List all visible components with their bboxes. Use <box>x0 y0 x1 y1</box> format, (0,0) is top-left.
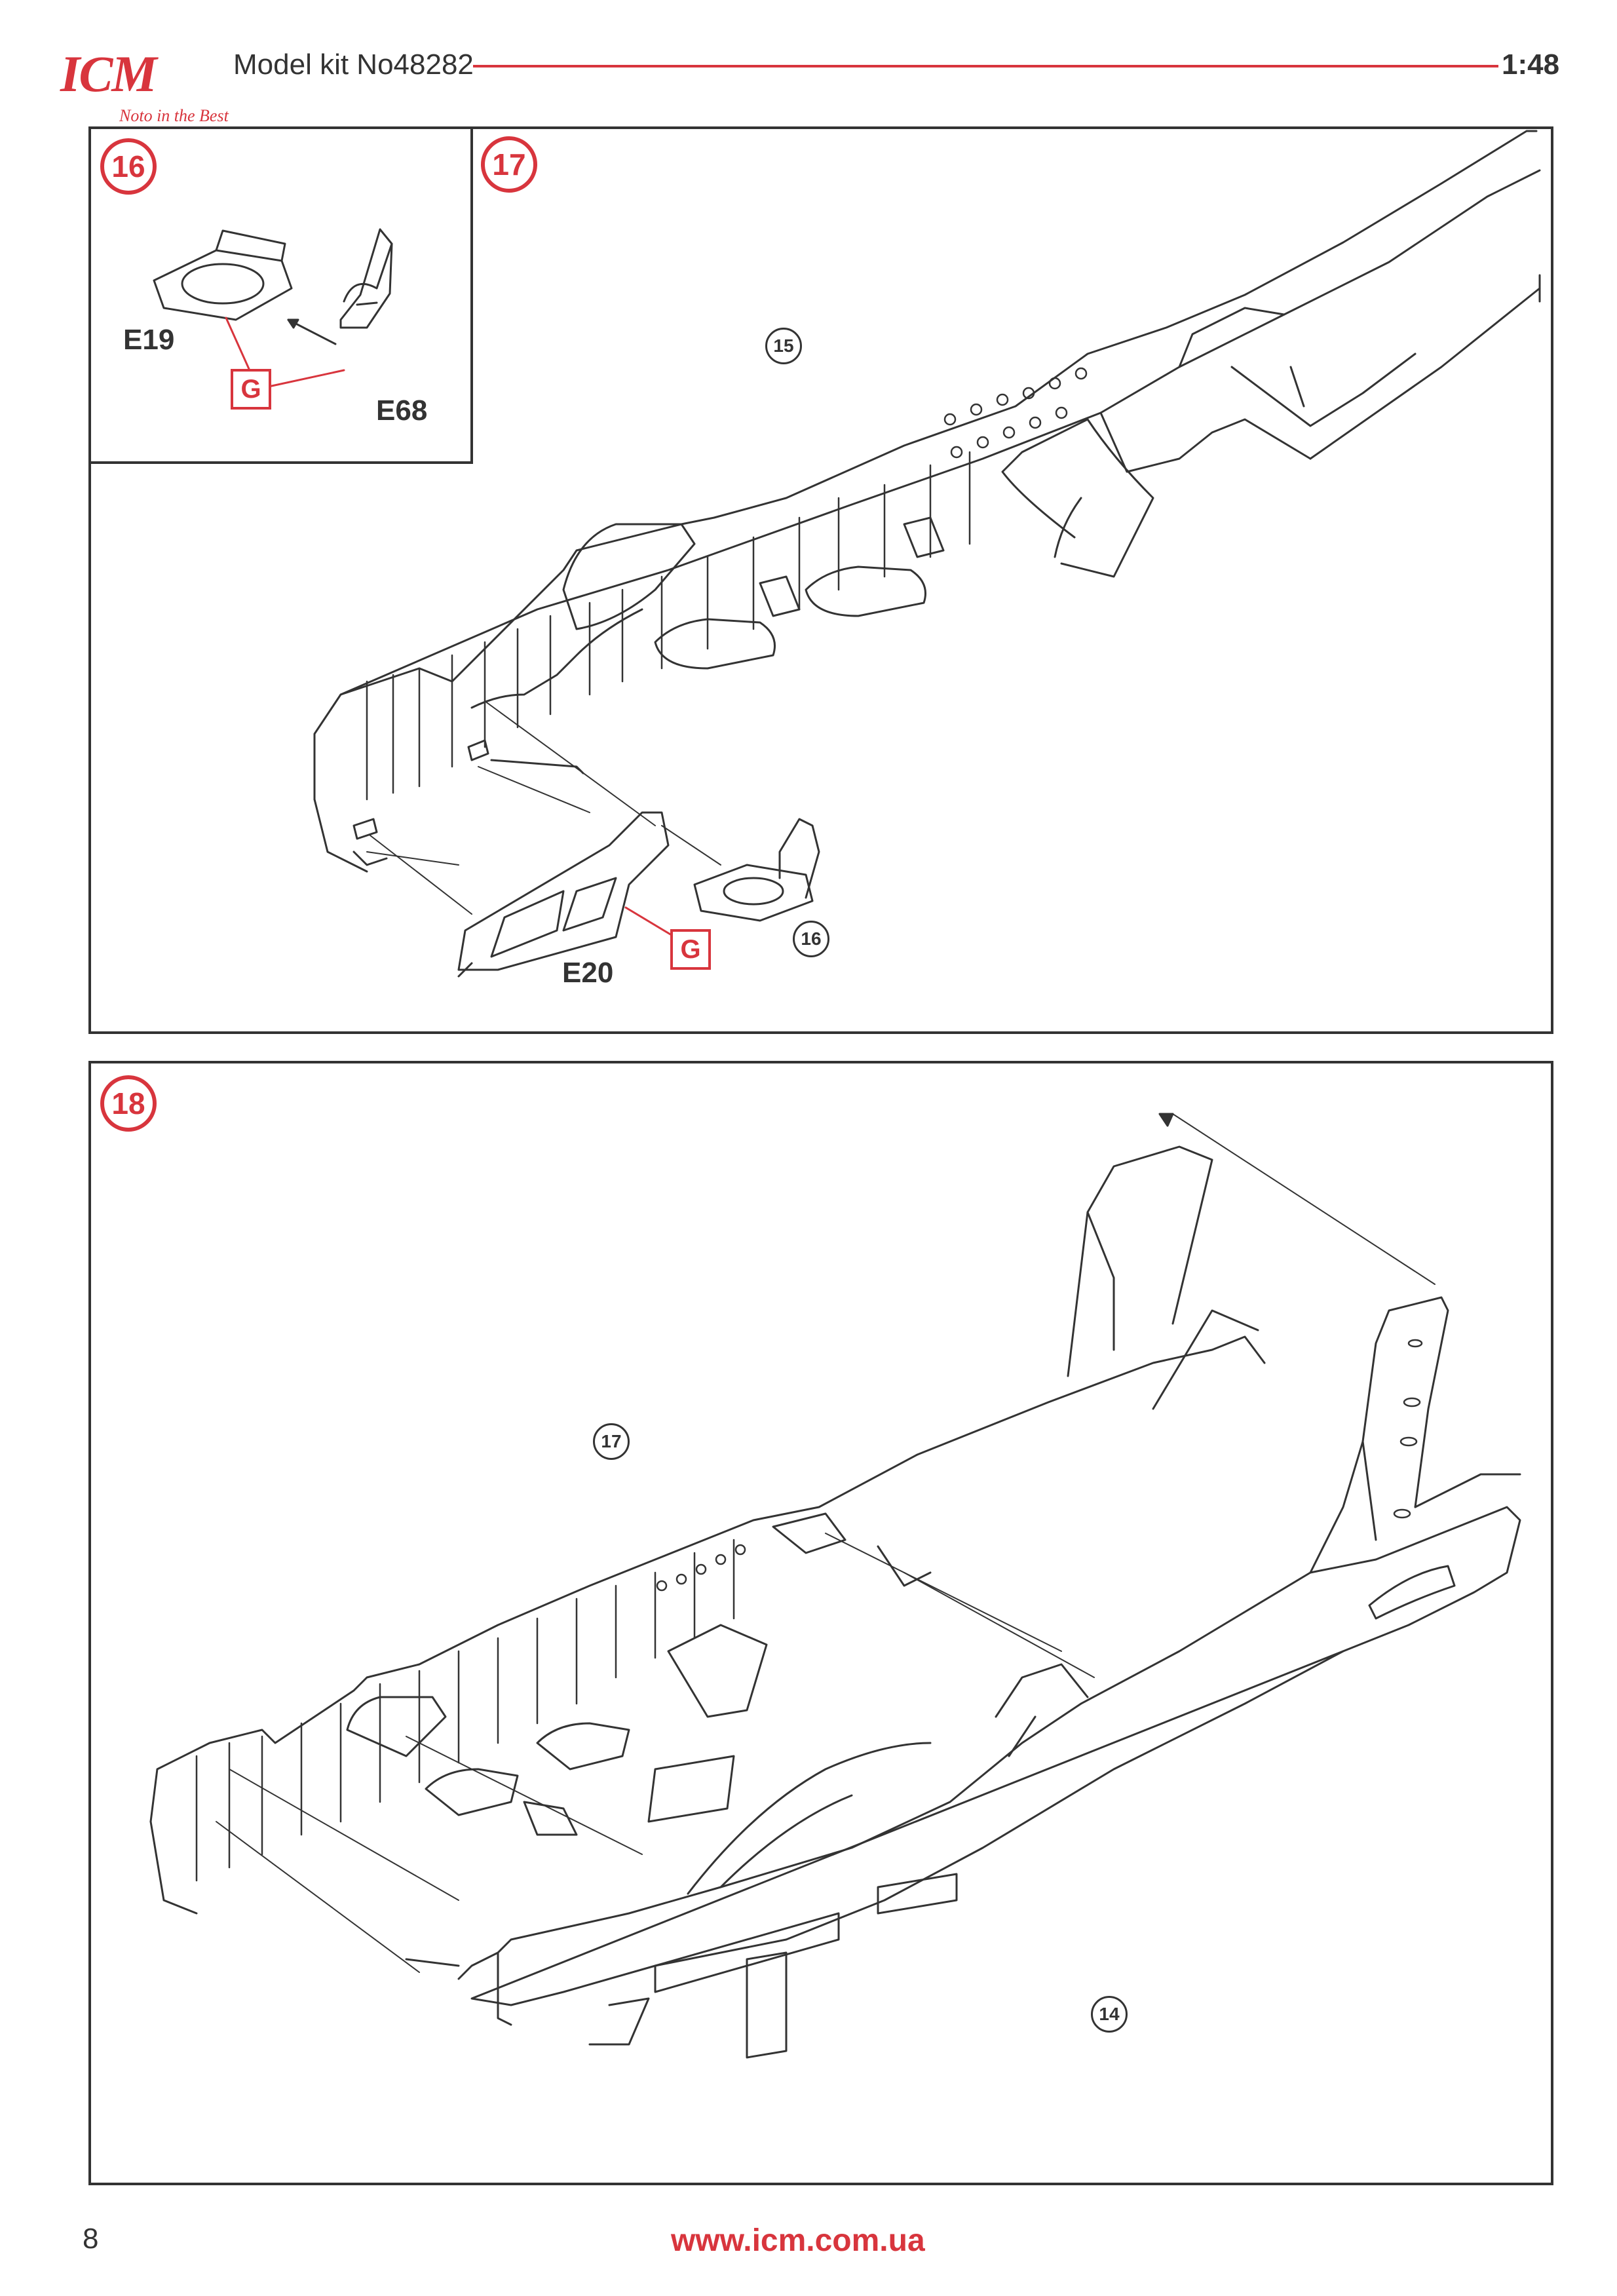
step-18-badge: 18 <box>100 1075 157 1132</box>
ref-step-17: 17 <box>593 1423 630 1460</box>
part-label-e68: E68 <box>376 394 428 427</box>
header-rule <box>473 65 1498 67</box>
model-kit-title: Model kit No48282 <box>233 48 474 81</box>
part-label-e20: E20 <box>562 957 614 989</box>
logo-tagline: Noto in the Best <box>119 106 229 125</box>
step16-subassembly-placed <box>693 818 820 922</box>
step-18-panel <box>88 1061 1553 2185</box>
scale-label: 1:48 <box>1502 48 1560 81</box>
website-link[interactable]: www.icm.com.ua <box>671 2223 925 2258</box>
step-17-panel <box>88 126 1553 1034</box>
icm-logo: ICM Noto in the Best <box>60 38 229 136</box>
logo-wordmark: ICM <box>60 45 157 102</box>
part-label-e19: E19 <box>123 324 175 356</box>
glue-marker-g-step16: G <box>231 369 271 410</box>
page-number: 8 <box>83 2223 99 2255</box>
ref-step-16: 16 <box>793 921 829 957</box>
step-16-badge: 16 <box>100 138 157 195</box>
fuselage-half-step17 <box>313 130 1541 873</box>
part-e68-drawing <box>339 228 393 329</box>
step-17-badge: 17 <box>481 136 537 193</box>
part-e20-drawing <box>457 811 670 978</box>
tanks <box>654 516 945 670</box>
fuselage-half-complete <box>405 1296 1521 2046</box>
glue-marker-g-step17: G <box>670 929 711 970</box>
part-e19-drawing <box>153 229 293 321</box>
ref-step-15: 15 <box>765 328 802 364</box>
step-16-panel <box>88 126 473 464</box>
fuselage-half-step18 <box>149 1145 1266 1915</box>
ref-step-14: 14 <box>1091 1996 1128 2033</box>
